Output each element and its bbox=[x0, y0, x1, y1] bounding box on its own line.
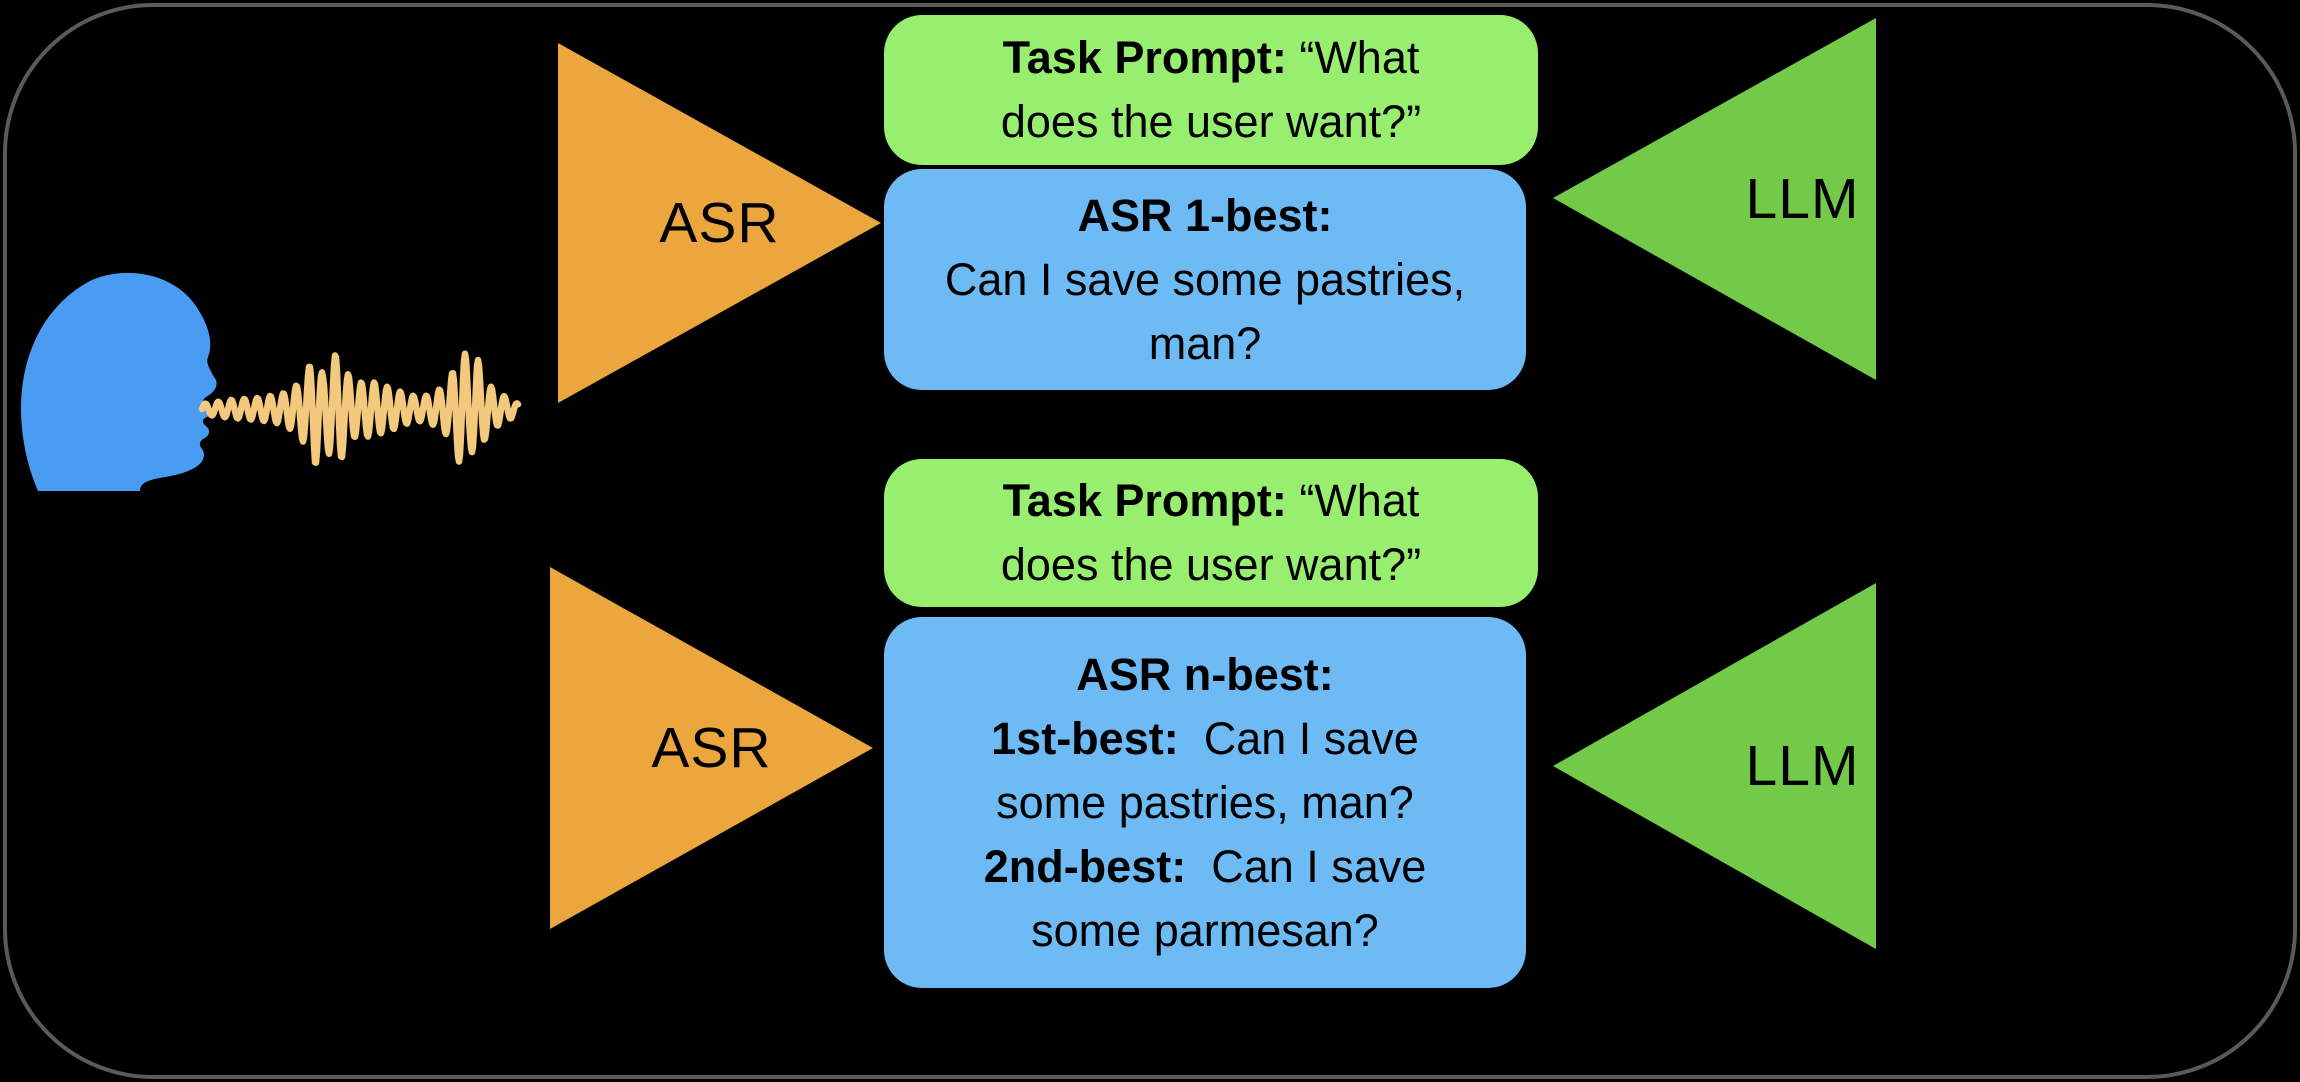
llm-label-text: LLM bbox=[1745, 734, 1860, 798]
llm-label-top: LLM bbox=[1553, 18, 1964, 380]
llm-label-bottom: LLM bbox=[1553, 583, 1964, 949]
asr-label-bottom: ASR bbox=[550, 567, 961, 929]
person-head-silhouette-icon bbox=[20, 272, 217, 491]
task-prompt-box-top: Task Prompt: “What does the user want?” bbox=[884, 15, 1538, 165]
asr-1best-box: ASR 1-best: Can I save some pastries, ma… bbox=[884, 169, 1526, 390]
asr-triangle-top bbox=[558, 43, 881, 403]
asr-nbest-hyp1-line2: some pastries, man? bbox=[996, 776, 1414, 828]
llm-triangle-bottom bbox=[1553, 583, 1876, 949]
llm-triangle-top bbox=[1553, 18, 1876, 380]
asr-triangle-bottom bbox=[550, 567, 873, 929]
asr-1best-text-line1: Can I save some pastries, bbox=[944, 253, 1466, 305]
asr-nbest-hyp1-line1: 1st-best: Can I save bbox=[991, 712, 1419, 764]
asr-nbest-hyp2-line1: 2nd-best: Can I save bbox=[983, 840, 1427, 892]
asr-1best-heading: ASR 1-best: bbox=[1077, 189, 1333, 241]
asr-label-top: ASR bbox=[558, 43, 969, 403]
speech-waveform-icon bbox=[198, 350, 522, 466]
task-prompt-line2: does the user want?” bbox=[1000, 96, 1422, 147]
task-prompt-box-bottom: Task Prompt: “What does the user want?” bbox=[884, 459, 1538, 607]
asr-nbest-box: ASR n-best: 1st-best: Can I save some pa… bbox=[884, 617, 1526, 988]
task-prompt-line1: Task Prompt: “What bbox=[1002, 475, 1420, 526]
task-prompt-line2: does the user want?” bbox=[1000, 539, 1422, 590]
asr-label-text: ASR bbox=[651, 716, 772, 780]
task-prompt-line1: Task Prompt: “What bbox=[1002, 32, 1420, 83]
asr-1best-text-line2: man? bbox=[1148, 317, 1262, 369]
llm-label-text: LLM bbox=[1745, 167, 1860, 231]
asr-nbest-heading: ASR n-best: bbox=[1076, 648, 1334, 700]
asr-nbest-hyp2-line2: some parmesan? bbox=[1031, 904, 1379, 956]
figure-border bbox=[3, 3, 2297, 1079]
asr-label-text: ASR bbox=[659, 191, 780, 255]
